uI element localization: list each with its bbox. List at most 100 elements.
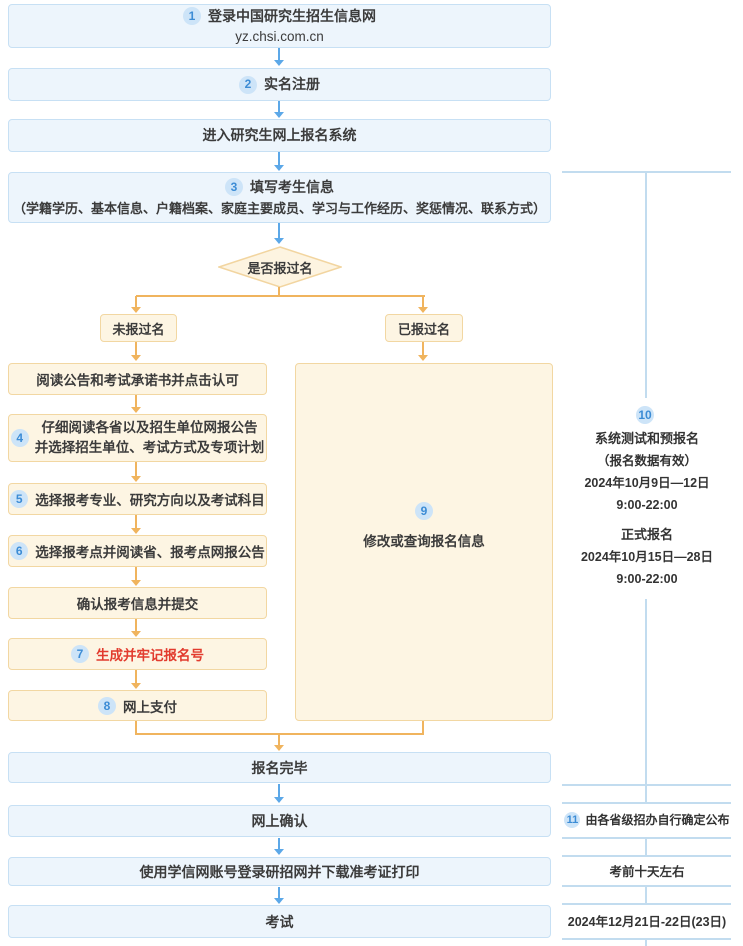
step-download-ticket-box: 使用学信网账号登录研招网并下载准考证打印 bbox=[8, 857, 551, 886]
decision-label: 是否报过名 bbox=[247, 260, 313, 276]
arrow-down bbox=[131, 395, 141, 413]
arrow-down bbox=[274, 838, 284, 855]
step-exam-box: 考试 bbox=[8, 905, 551, 938]
arrow-down bbox=[274, 101, 284, 118]
step-read-province-line2: 并选择招生单位、考试方式及专项计划 bbox=[34, 440, 265, 455]
sidebar-divider bbox=[562, 837, 731, 839]
step-badge-2: 2 bbox=[239, 75, 257, 94]
step-fill-info-box: 3 填写考生信息 （学籍学历、基本信息、户籍档案、家庭主要成员、学习与工作经历、… bbox=[8, 172, 551, 223]
step-finish-box: 报名完毕 bbox=[8, 752, 551, 783]
step-finish-label: 报名完毕 bbox=[251, 759, 308, 776]
step-login-box: 1 登录中国研究生招生信息网 yz.chsi.com.cn bbox=[8, 4, 551, 48]
arrow-down bbox=[131, 462, 141, 482]
step-choose-major-box: 5 选择报考专业、研究方向以及考试科目 bbox=[8, 483, 267, 515]
exam-date-label: 2024年12月21日-22日(23日) bbox=[567, 915, 727, 929]
step-badge-6: 6 bbox=[10, 542, 29, 560]
step-pay-online-label: 网上支付 bbox=[123, 699, 177, 715]
step-read-province-box: 4 仔细阅读各省以及招生单位网报公告 并选择招生单位、考试方式及专项计划 bbox=[8, 414, 267, 462]
arrow-down bbox=[131, 515, 141, 534]
step-remember-number-box: 7 生成并牢记报名号 bbox=[8, 638, 267, 670]
sidebar-formal-reg-block: 正式报名 2024年10月15日—28日 9:00-22:00 bbox=[562, 524, 732, 590]
sidebar-exam-date-row: 2024年12月21日-22日(23日) bbox=[562, 903, 732, 938]
sidebar-divider bbox=[562, 938, 731, 940]
pre-reg-date: 2024年10月9日—12日 bbox=[584, 476, 710, 490]
step-pay-online-box: 8 网上支付 bbox=[8, 690, 267, 721]
formal-reg-title: 正式报名 bbox=[620, 527, 673, 542]
step-badge-8: 8 bbox=[98, 696, 116, 715]
step-login-url: yz.chsi.com.cn bbox=[235, 28, 324, 44]
sidebar-badge-10-wrap: 10 bbox=[636, 406, 654, 424]
step-choose-site-box: 6 选择报考点并阅读省、报考点网报公告 bbox=[8, 535, 267, 567]
sidebar-divider bbox=[562, 171, 731, 173]
connector-line bbox=[422, 721, 424, 734]
formal-reg-date: 2024年10月15日—28日 bbox=[580, 550, 714, 564]
step-online-confirm-box: 网上确认 bbox=[8, 805, 551, 837]
branch-not-registered-label: 未报过名 bbox=[112, 321, 165, 337]
step-badge-5: 5 bbox=[10, 490, 29, 508]
step-online-confirm-label: 网上确认 bbox=[251, 813, 308, 829]
formal-reg-time: 9:00-22:00 bbox=[616, 572, 678, 586]
sidebar-tick bbox=[645, 837, 647, 855]
connector-line bbox=[136, 295, 425, 297]
arrow-down bbox=[274, 152, 284, 171]
sidebar-download-note-row: 考前十天左右 bbox=[562, 855, 732, 885]
step-remember-number-label: 生成并牢记报名号 bbox=[96, 648, 204, 663]
arrow-down bbox=[274, 48, 284, 66]
step-badge-3: 3 bbox=[225, 178, 243, 196]
step-confirm-submit-box: 确认报考信息并提交 bbox=[8, 587, 267, 619]
sidebar-divider bbox=[562, 903, 731, 905]
step-enter-system-box: 进入研究生网上报名系统 bbox=[8, 119, 551, 152]
step-badge-7: 7 bbox=[71, 645, 89, 663]
arrow-down bbox=[274, 887, 284, 904]
pre-reg-time: 9:00-22:00 bbox=[616, 498, 678, 512]
sidebar-timeline-line bbox=[645, 599, 647, 784]
branch-not-registered-box: 未报过名 bbox=[100, 314, 177, 342]
sidebar-divider bbox=[562, 855, 731, 857]
sidebar-divider bbox=[562, 885, 731, 887]
sidebar-divider bbox=[562, 802, 731, 804]
step-choose-major-label: 选择报考专业、研究方向以及考试科目 bbox=[35, 493, 265, 508]
arrow-down bbox=[274, 223, 284, 244]
arrow-down bbox=[131, 567, 141, 586]
sidebar-timeline-line bbox=[645, 172, 647, 398]
step-fill-info-title: 填写考生信息 bbox=[250, 178, 334, 195]
arrow-down bbox=[131, 296, 141, 313]
sidebar-tick bbox=[645, 784, 647, 802]
step-fill-info-detail: （学籍学历、基本信息、户籍档案、家庭主要成员、学习与工作经历、奖惩情况、联系方式… bbox=[12, 200, 546, 216]
step-badge-1: 1 bbox=[183, 7, 201, 25]
download-note-label: 考前十天左右 bbox=[609, 864, 685, 879]
sidebar-badge-11: 11 bbox=[564, 811, 581, 828]
sidebar-confirm-note-row: 11 由各省级招办自行确定公布 bbox=[562, 802, 732, 837]
sidebar-tick bbox=[645, 938, 647, 946]
confirm-note-label: 由各省级招办自行确定公布 bbox=[585, 813, 730, 827]
pre-reg-title: 系统测试和预报名 bbox=[594, 431, 699, 446]
connector-line bbox=[135, 721, 137, 734]
arrow-down bbox=[274, 733, 284, 751]
pre-reg-note: （报名数据有效） bbox=[596, 454, 697, 468]
step-choose-site-label: 选择报考点并阅读省、报考点网报公告 bbox=[35, 545, 265, 560]
step-login-title: 登录中国研究生招生信息网 bbox=[208, 7, 376, 24]
arrow-down bbox=[418, 296, 428, 313]
connector-line bbox=[278, 287, 280, 296]
step-download-ticket-label: 使用学信网账号登录研招网并下载准考证打印 bbox=[139, 863, 420, 880]
step-modify-query-label: 修改或查询报名信息 bbox=[363, 534, 485, 549]
step-badge-9: 9 bbox=[415, 502, 433, 520]
decision-diamond: 是否报过名 bbox=[216, 246, 344, 288]
branch-registered-box: 已报过名 bbox=[385, 314, 463, 342]
sidebar-tick bbox=[645, 885, 647, 903]
arrow-down bbox=[274, 784, 284, 803]
step-register-box: 2 实名注册 bbox=[8, 68, 551, 101]
arrow-down bbox=[131, 670, 141, 689]
arrow-down bbox=[131, 619, 141, 637]
step-enter-system-label: 进入研究生网上报名系统 bbox=[202, 127, 357, 143]
branch-registered-label: 已报过名 bbox=[397, 321, 450, 337]
decision-diamond-shape bbox=[216, 246, 344, 288]
step-read-notice-box: 阅读公告和考试承诺书并点击认可 bbox=[8, 363, 267, 395]
arrow-down bbox=[418, 342, 428, 361]
sidebar-pre-reg-block: 系统测试和预报名 （报名数据有效） 2024年10月9日—12日 9:00-22… bbox=[562, 428, 732, 516]
step-read-province-line1: 仔细阅读各省以及招生单位网报公告 bbox=[41, 420, 258, 435]
step-badge-4: 4 bbox=[10, 429, 29, 447]
sidebar-divider bbox=[562, 784, 731, 786]
step-exam-label: 考试 bbox=[265, 913, 294, 930]
